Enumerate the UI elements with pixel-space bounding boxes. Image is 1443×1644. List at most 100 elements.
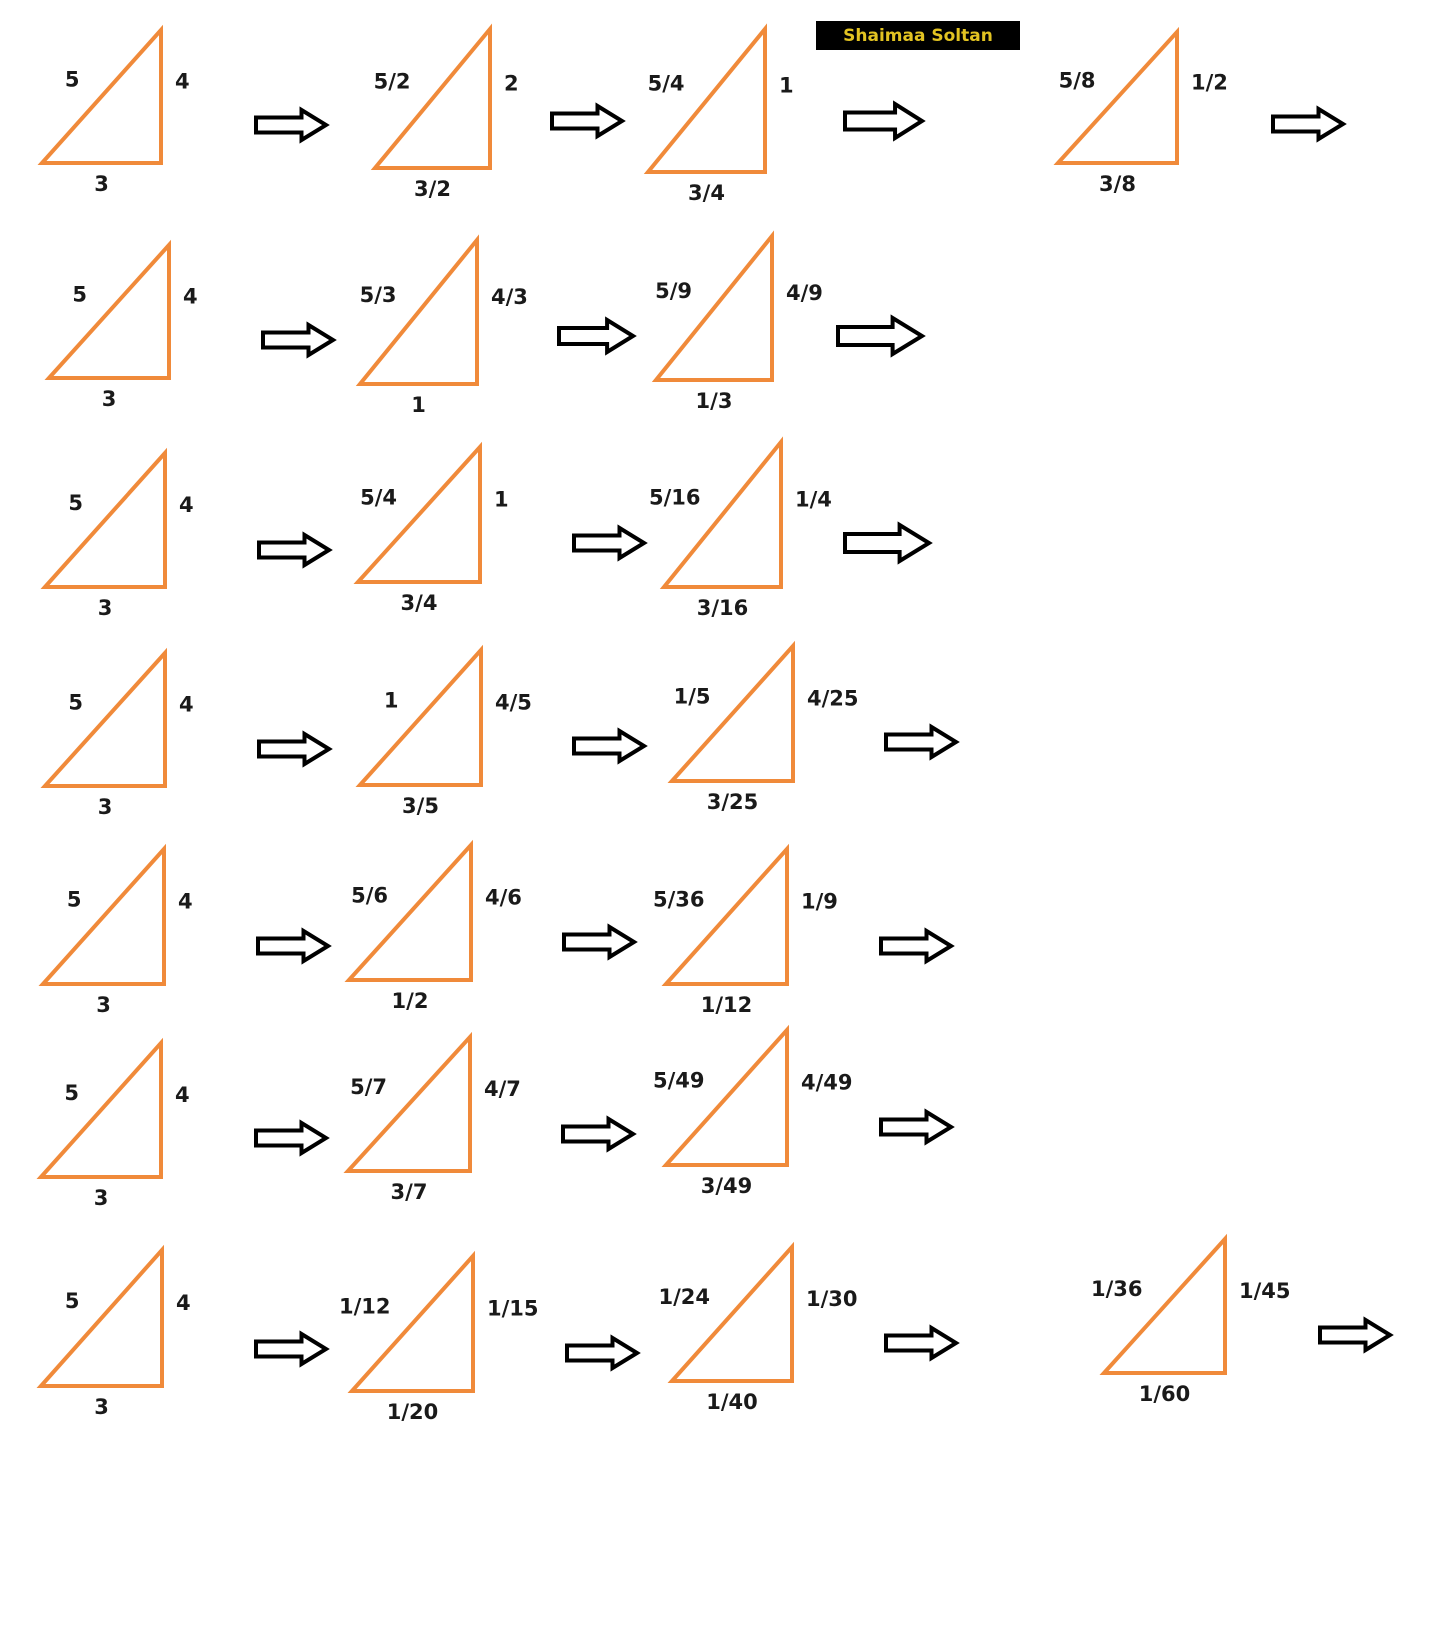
vertical-side-label: 4/49: [801, 1071, 853, 1095]
triangle: [347, 1250, 475, 1393]
triangle-group: 1 4/5 3/5: [355, 644, 532, 818]
hypotenuse-label: 1/5: [674, 685, 711, 709]
right-arrow-icon: [1318, 1316, 1394, 1354]
hypotenuse-label: 5: [65, 1289, 80, 1313]
base-label: 1/60: [1139, 1382, 1191, 1406]
right-arrow-icon: [550, 102, 626, 140]
base-label: 1: [411, 393, 426, 417]
right-arrow-icon: [561, 1115, 637, 1153]
right-arrow-icon: [572, 524, 648, 562]
right-arrow-icon: [879, 927, 955, 965]
hypotenuse-label: 5: [68, 491, 83, 515]
right-arrow-icon: [256, 927, 332, 965]
triangle: [38, 843, 166, 986]
base-label: 1/2: [392, 989, 429, 1013]
base-label: 3/49: [701, 1174, 753, 1198]
vertical-side-label: 4/25: [807, 687, 859, 711]
base-label: 3: [102, 387, 117, 411]
base-label: 3: [98, 596, 113, 620]
right-arrow-icon: [565, 1334, 641, 1372]
vertical-side-label: 1/4: [795, 488, 832, 512]
right-arrow-icon: [257, 730, 333, 768]
right-arrow-icon: [254, 1119, 330, 1157]
triangle: [643, 23, 767, 174]
triangle: [36, 1244, 164, 1388]
base-label: 1/40: [706, 1390, 758, 1414]
hypotenuse-label: 5/9: [655, 279, 692, 303]
triangle: [44, 239, 171, 380]
triangle: [661, 843, 789, 986]
triangle: [659, 436, 783, 589]
vertical-side-label: 2: [504, 72, 519, 96]
hypotenuse-label: 5: [72, 283, 87, 307]
right-arrow-icon: [254, 106, 330, 144]
triangle-group: 1/5 4/25 3/25: [667, 640, 859, 814]
right-arrow-icon: [884, 1324, 960, 1362]
base-label: 3/2: [414, 177, 451, 201]
hypotenuse-label: 5: [67, 888, 82, 912]
triangle: [1053, 26, 1179, 165]
hypotenuse-label: 1/36: [1091, 1277, 1143, 1301]
vertical-side-label: 4/7: [484, 1077, 521, 1101]
base-label: 3/5: [402, 794, 439, 818]
right-arrow-icon: [572, 727, 648, 765]
hypotenuse-label: 5: [64, 1081, 79, 1105]
triangle: [344, 839, 473, 982]
vertical-side-label: 4/3: [491, 285, 528, 309]
vertical-side-label: 4: [183, 285, 198, 309]
triangle: [343, 1031, 472, 1173]
vertical-side-label: 4: [176, 1291, 191, 1315]
triangle: [37, 24, 163, 165]
right-arrow-icon: [879, 1108, 955, 1146]
base-label: 3/25: [707, 790, 759, 814]
right-arrow-icon: [836, 314, 926, 358]
triangle: [661, 1024, 789, 1167]
base-label: 1/12: [701, 993, 753, 1017]
hypotenuse-label: 5/2: [374, 70, 411, 94]
vertical-side-label: 1: [494, 488, 509, 512]
base-label: 3/4: [688, 181, 725, 205]
vertical-side-label: 4: [175, 70, 190, 94]
right-arrow-icon: [257, 531, 333, 569]
hypotenuse-label: 5/7: [350, 1075, 387, 1099]
vertical-side-label: 1/30: [806, 1287, 858, 1311]
vertical-side-label: 4/5: [495, 691, 532, 715]
triangle: [355, 644, 483, 787]
vertical-side-label: 4: [179, 493, 194, 517]
triangle-group: 5/2 2 3/2: [370, 23, 519, 201]
right-arrow-icon: [1271, 105, 1347, 143]
right-arrow-icon: [843, 521, 933, 565]
hypotenuse-label: 5/6: [351, 884, 388, 908]
base-label: 3: [98, 795, 113, 819]
triangle: [355, 234, 479, 386]
vertical-side-label: 4: [179, 693, 194, 717]
triangle: [667, 1241, 794, 1383]
vertical-side-label: 1/15: [487, 1297, 539, 1321]
right-arrow-icon: [843, 100, 926, 142]
triangle-group: 5 4 3: [44, 239, 198, 411]
base-label: 3/4: [401, 591, 438, 615]
right-arrow-icon: [557, 316, 637, 356]
triangle: [40, 447, 167, 589]
hypotenuse-label: 1: [384, 689, 399, 713]
base-label: 3/7: [391, 1180, 428, 1204]
vertical-side-label: 4: [178, 890, 193, 914]
triangle: [667, 640, 795, 783]
vertical-side-label: 1: [779, 74, 794, 98]
base-label: 3: [94, 172, 109, 196]
